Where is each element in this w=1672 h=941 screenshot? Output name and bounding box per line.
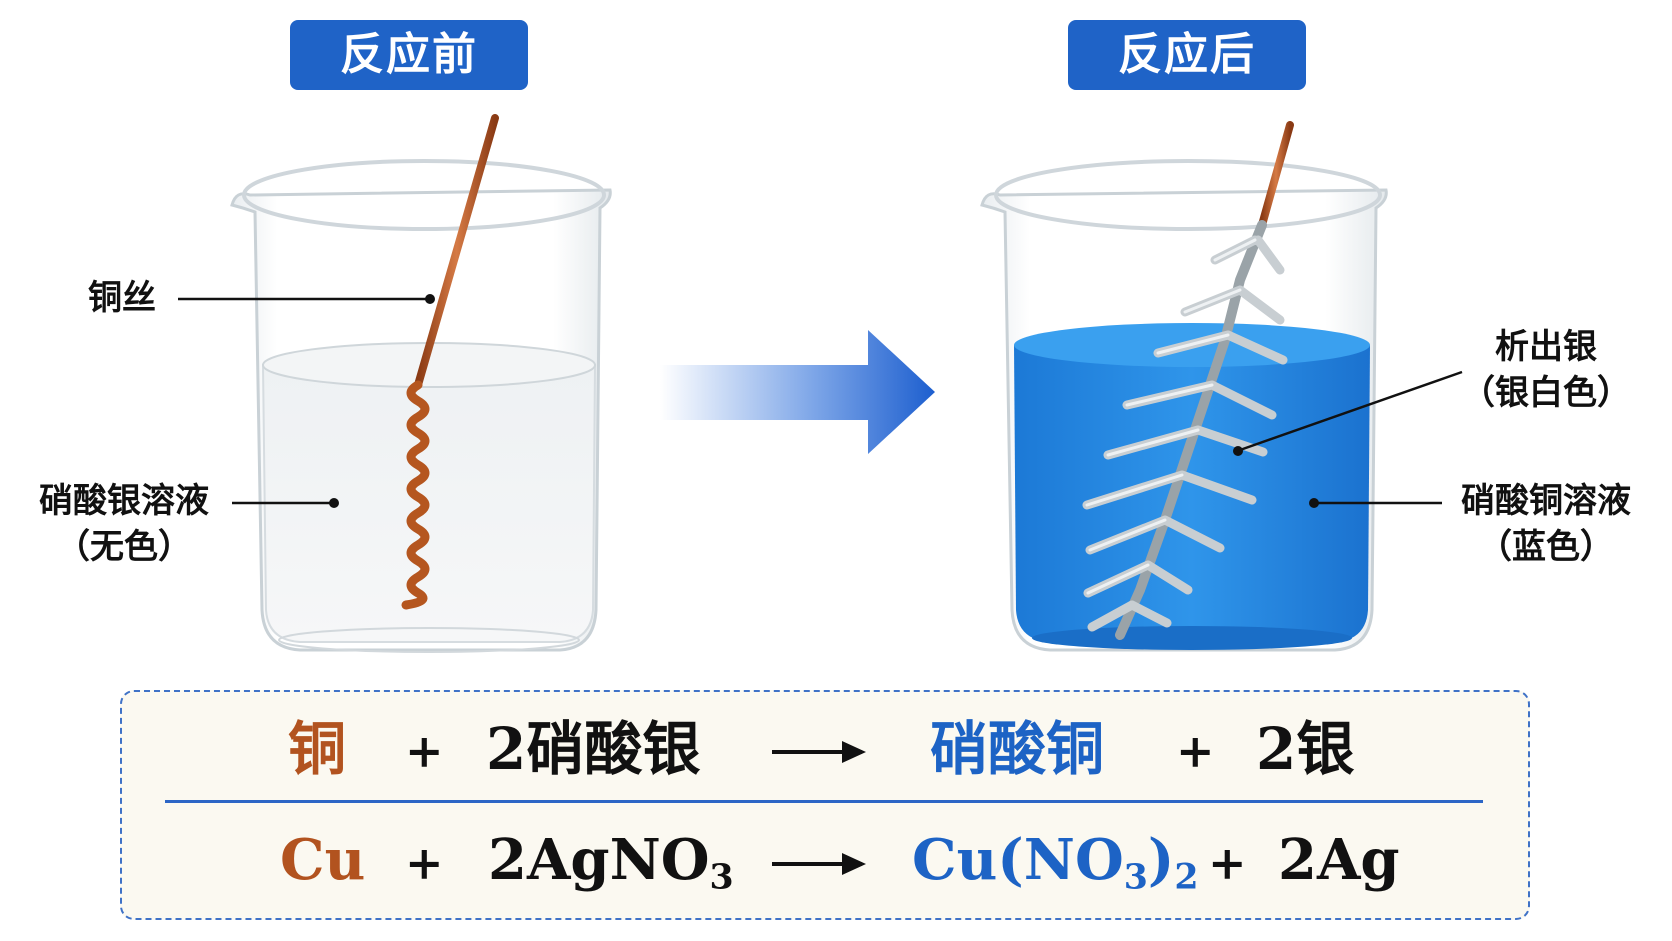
right-beaker [980,159,1388,652]
formula-reactant-cu: Cu [280,827,366,893]
formula-plus-1: + [405,836,444,890]
silver-color-label: （银白色） [1461,373,1631,413]
silver-label: 析出银 [1495,327,1597,367]
silver-nitrate-label: 硝酸银溶液 [39,481,209,521]
equation-box [120,690,1530,920]
formula-product-ag: 2Ag [1278,827,1400,893]
before-badge: 反应前 [290,20,528,90]
formula-cuno-subscript-2: 2 [1174,856,1199,898]
equation-divider [165,800,1483,803]
formula-agno-text: 2AgNO [488,827,710,893]
silver-crystal [1082,121,1294,640]
word-product-copper-nitrate: 硝酸铜 [930,715,1105,783]
formula-cuno-subscript-3: 3 [1123,856,1148,898]
after-badge: 反应后 [1068,20,1306,90]
word-plus-2: + [1176,724,1215,778]
copper-nitrate-label: 硝酸铜溶液 [1461,481,1631,521]
formula-cuno-paren: ) [1147,827,1175,893]
copper-wire-label: 铜丝 [88,278,156,318]
copper-wire [401,114,499,610]
formula-plus-2: + [1208,836,1247,890]
right-leader-lines [1233,370,1463,508]
formula-reactant-agno3: 2AgNO3 [488,832,734,895]
silver-nitrate-color-label: （无色） [56,527,192,567]
word-plus-1: + [405,724,444,778]
left-leader-lines [178,294,435,508]
word-arrow [772,741,866,763]
reaction-arrow [660,330,935,454]
formula-agno-subscript: 3 [709,856,734,898]
word-reactant-copper: 铜 [288,715,347,783]
formula-cuno-text: Cu(NO [912,827,1124,893]
formula-product-cuno32: Cu(NO3)2 [912,832,1199,895]
formula-arrow [772,853,866,875]
word-product-silver: 2银 [1256,715,1355,783]
copper-nitrate-color-label: （蓝色） [1478,527,1614,567]
word-reactant-silver-nitrate: 2硝酸银 [486,715,701,783]
